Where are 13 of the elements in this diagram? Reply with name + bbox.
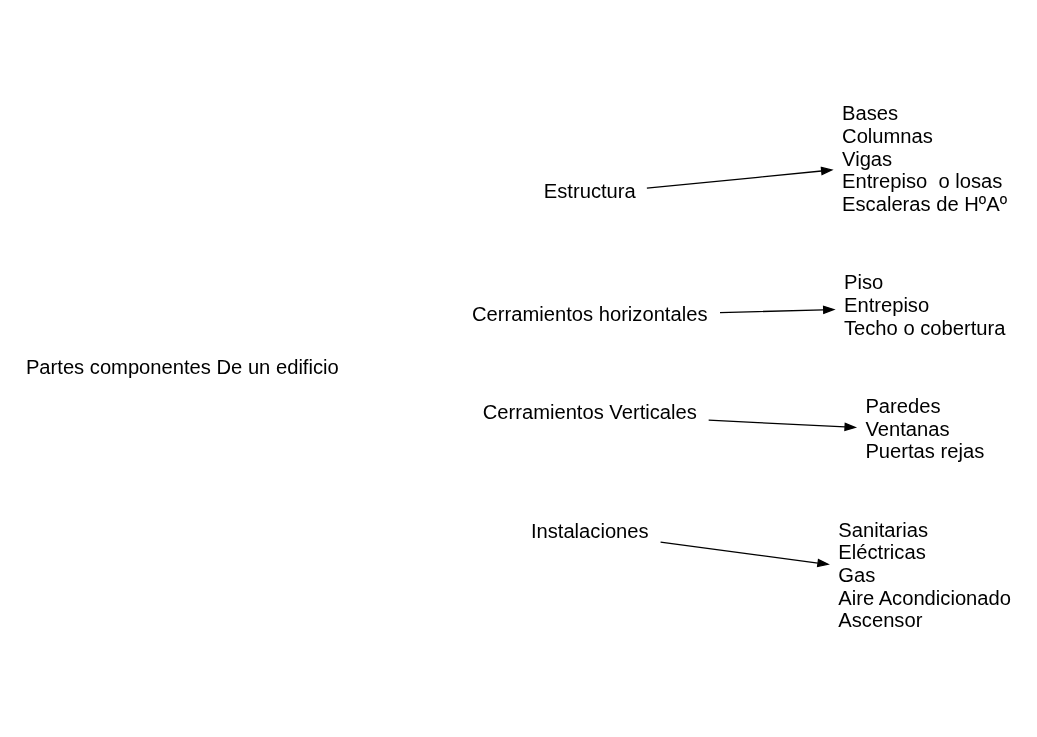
arrow [708,419,858,431]
node-text: Piso Entrepiso Techo o cobertura [843,270,1006,339]
node-text: Paredes Ventanas Puertas rejas [865,394,985,462]
node-text: Partes componentes De un edificio [25,355,339,378]
arrow [719,304,836,314]
arrow [646,166,834,189]
node-text: Estructura [543,179,636,202]
node-text: Cerramientos Verticales [482,400,697,423]
node-text: Cerramientos horizontales [472,302,708,325]
arrow [659,541,830,567]
node-text: Bases Columnas Vigas Entrepiso o losas Escaleras de HºAº [842,101,1008,215]
node-text: Instalaciones [530,519,649,542]
node-text: Sanitarias Eléctricas Gas Aire Acondicionado Ascensor [838,518,1011,631]
